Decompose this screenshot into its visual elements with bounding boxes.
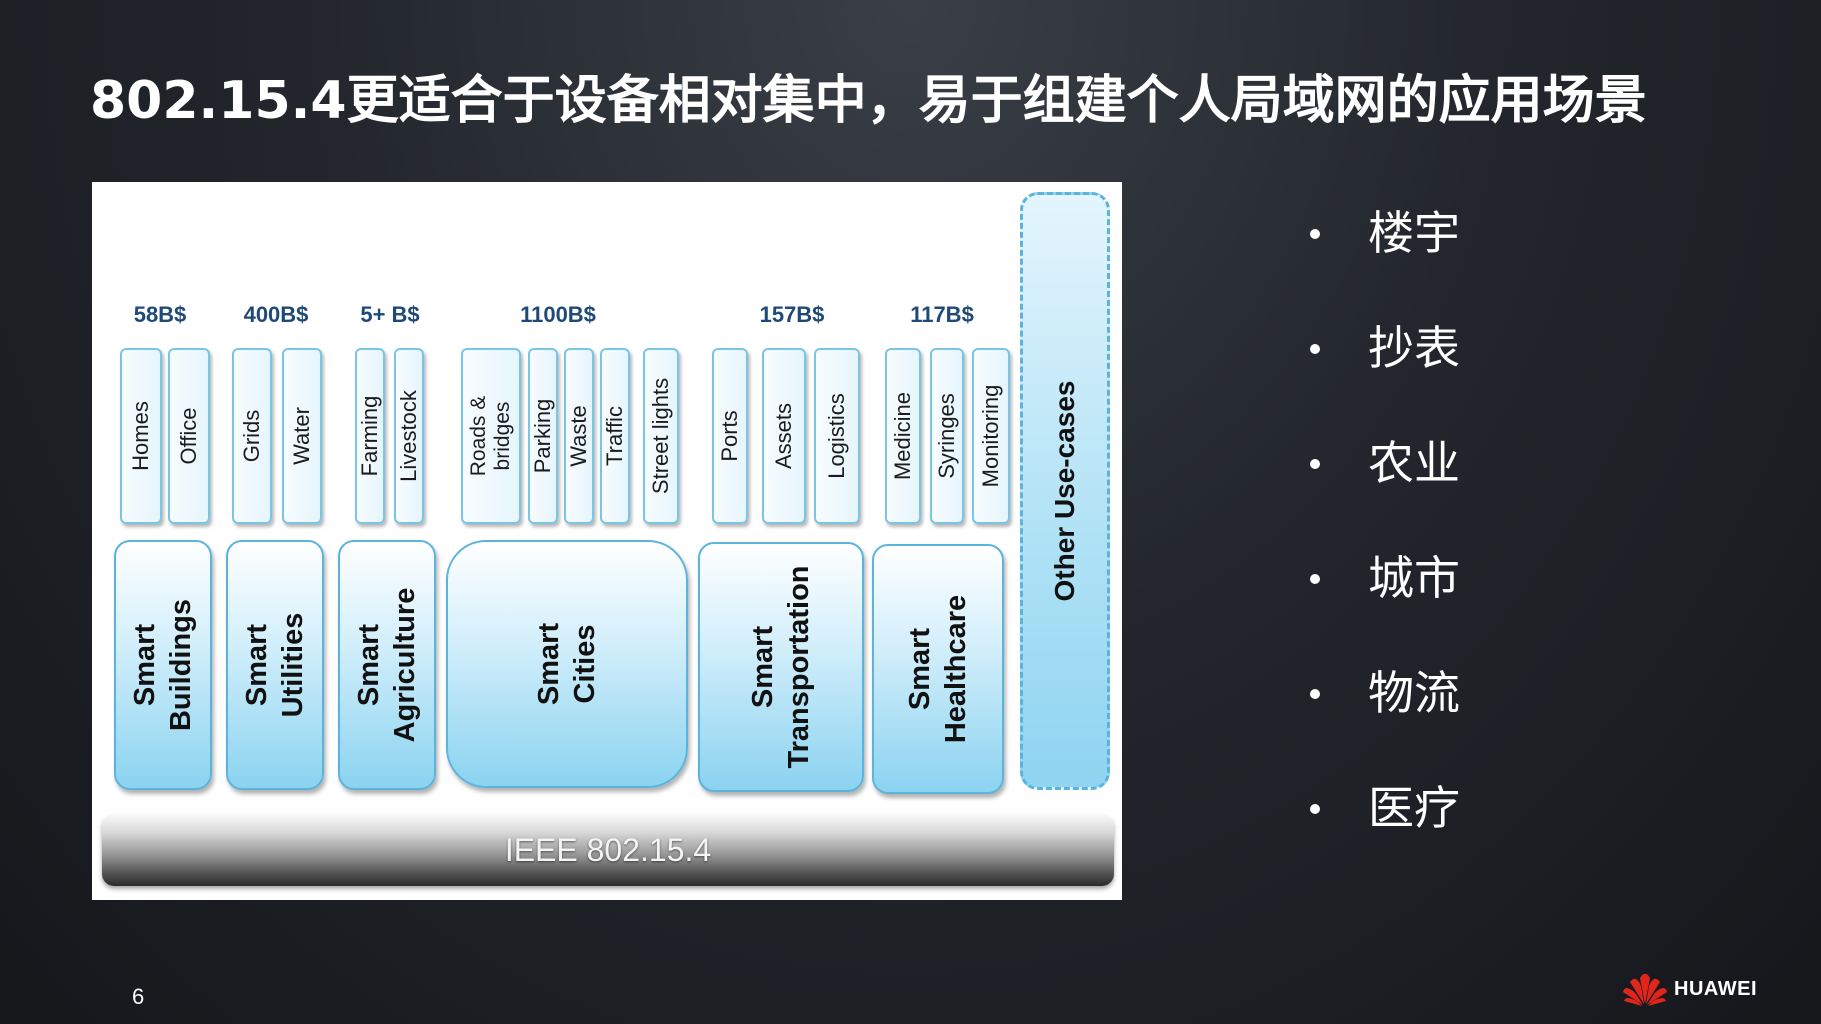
sub-label-parking: Parking [530, 398, 555, 474]
bullet-dot [1310, 344, 1320, 354]
bullet-dot [1310, 459, 1320, 469]
sub-box-waste: Waste [564, 348, 594, 524]
sub-label-traffic: Traffic [602, 406, 627, 466]
sub-box-assets: Assets [762, 348, 806, 524]
sub-box-water: Water [282, 348, 322, 524]
sub-label-office: Office [176, 407, 201, 465]
bullet-text: 物流 [1368, 666, 1460, 720]
sub-label-logistics: Logistics [824, 393, 849, 479]
bullet-dot [1310, 574, 1320, 584]
sub-label-homes: Homes [128, 401, 153, 471]
sub-label-syringes: Syringes [934, 393, 959, 479]
market-size-healthcare: 117B$ [910, 302, 974, 327]
sub-box-monitoring: Monitoring [972, 348, 1010, 524]
sub-label-water: Water [289, 407, 314, 465]
sub-box-traffic: Traffic [600, 348, 630, 524]
category-smart-agriculture: Smart Agriculture [338, 540, 436, 790]
use-case-diagram: 58B$ 400B$ 5+ B$ 1100B$ 157B$ 117B$ Home… [92, 182, 1122, 900]
sub-box-livestock: Livestock [394, 348, 424, 524]
bullet-dot [1310, 229, 1320, 239]
sub-label-medicine: Medicine [890, 391, 915, 481]
sub-label-livestock: Livestock [396, 390, 421, 482]
sub-box-parking: Parking [528, 348, 558, 524]
page-number: 6 [132, 984, 145, 1009]
sub-box-logistics: Logistics [814, 348, 860, 524]
sub-box-syringes: Syringes [930, 348, 964, 524]
bullet-text: 抄表 [1368, 321, 1460, 375]
category-smart-transportation: Smart Transportation [698, 542, 864, 792]
ieee-label: IEEE 802.15.4 [504, 832, 712, 868]
sub-box-office: Office [168, 348, 210, 524]
bullet-text: 农业 [1368, 436, 1460, 490]
category-label-cities: Smart Cities [533, 622, 601, 706]
sub-label-ports: Ports [717, 410, 742, 462]
brand-name: HUAWEI [1674, 977, 1757, 1000]
huawei-flower-icon [1623, 973, 1667, 1006]
category-smart-buildings: Smart Buildings [114, 540, 212, 790]
market-size-utilities: 400B$ [243, 302, 309, 327]
market-size-agriculture: 5+ B$ [360, 302, 420, 327]
sub-label-assets: Assets [771, 402, 796, 470]
bullet-dot [1310, 689, 1320, 699]
sub-label-street-lights: Street lights [648, 377, 673, 495]
bullet-text: 楼宇 [1368, 206, 1460, 260]
sub-box-street-lights: Street lights [643, 348, 679, 524]
bullet-text: 城市 [1368, 551, 1460, 605]
category-label-transportation: Smart Transportation [747, 565, 815, 769]
sub-label-waste: Waste [566, 405, 591, 467]
other-use-cases-label: Other Use-cases [1049, 380, 1080, 602]
market-size-transportation: 157B$ [759, 302, 825, 327]
sub-label-monitoring: Monitoring [978, 384, 1003, 488]
category-smart-cities: Smart Cities [446, 540, 688, 788]
market-size-cities: 1100B$ [520, 302, 596, 327]
category-label-utilities: Smart Utilities [241, 612, 309, 718]
category-label-agriculture: Smart Agriculture [353, 587, 421, 743]
sub-box-ports: Ports [712, 348, 748, 524]
slide-title: 802.15.4更适合于设备相对集中，易于组建个人局域网的应用场景 [90, 71, 1647, 131]
sub-label-farming: Farming [357, 395, 382, 477]
sub-box-medicine: Medicine [885, 348, 921, 524]
other-use-cases-box: Other Use-cases [1020, 192, 1110, 790]
bullet-dot [1310, 804, 1320, 814]
sub-label-roads-bridges: Roads & bridges [467, 395, 514, 477]
ieee-base-bar: IEEE 802.15.4 [102, 814, 1114, 886]
sub-box-farming: Farming [355, 348, 385, 524]
market-size-buildings: 58B$ [133, 302, 187, 327]
category-label-buildings: Smart Buildings [129, 598, 197, 732]
category-label-healthcare: Smart Healthcare [904, 594, 972, 744]
category-smart-utilities: Smart Utilities [226, 540, 324, 790]
sub-box-roads-bridges: Roads & bridges [461, 348, 521, 524]
category-smart-healthcare: Smart Healthcare [872, 544, 1004, 794]
sub-label-grids: Grids [239, 409, 264, 463]
bullet-text: 医疗 [1368, 781, 1460, 835]
sub-box-homes: Homes [120, 348, 162, 524]
huawei-logo: HUAWEI [1622, 972, 1757, 1006]
sub-box-grids: Grids [232, 348, 272, 524]
